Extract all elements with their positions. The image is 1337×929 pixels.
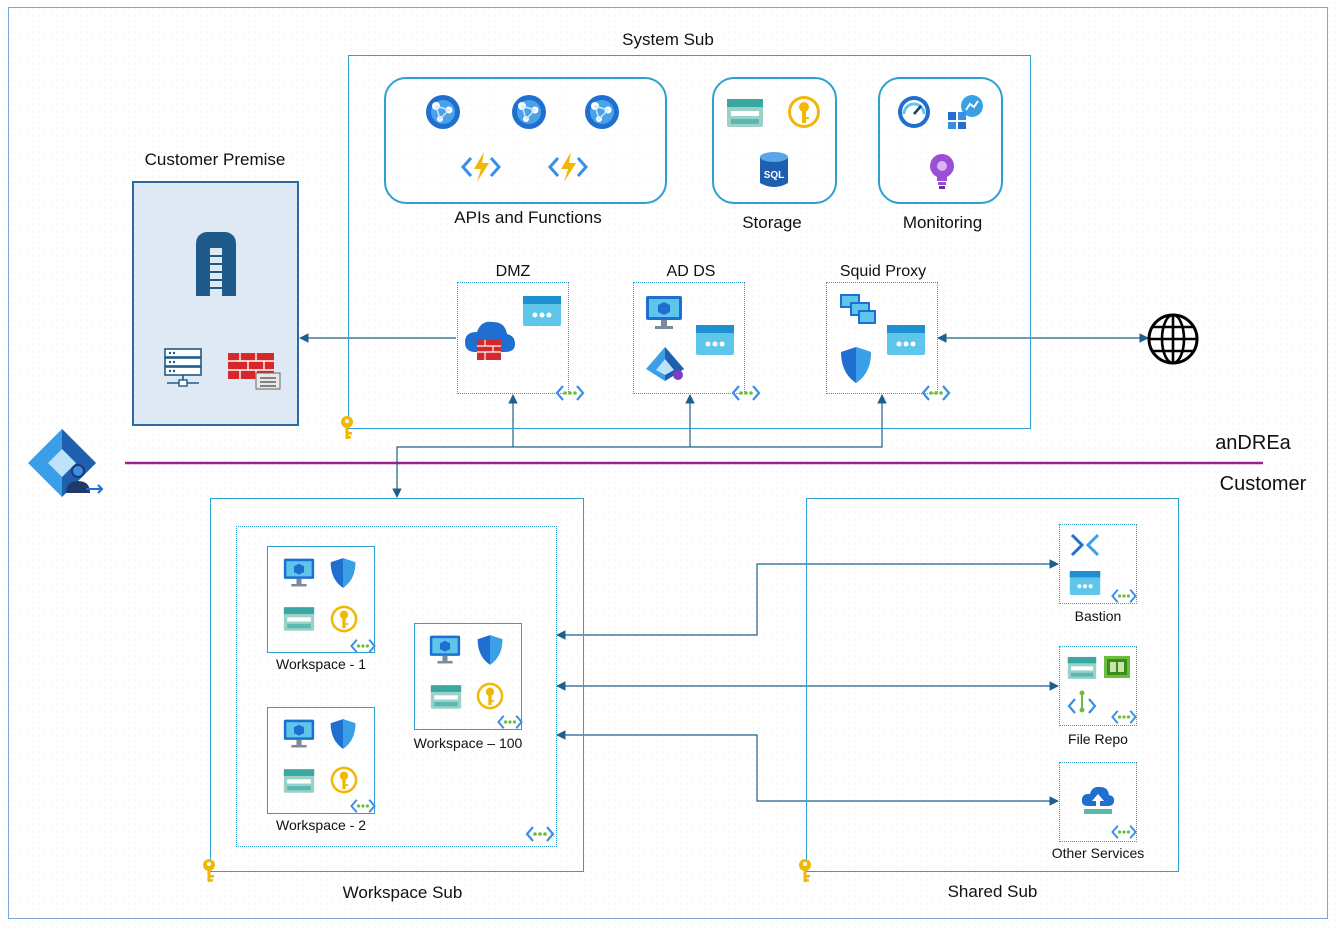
workspace-2-label: Workspace - 2 — [276, 817, 366, 833]
workspace-sub-label: Workspace Sub — [342, 883, 463, 902]
cloud-firewall-icon — [465, 321, 515, 360]
shared-sub-label: Shared Sub — [947, 882, 1038, 901]
vnet-icon — [731, 385, 761, 401]
virtual-machine-icon — [646, 296, 682, 329]
subscription-key-icon — [341, 416, 353, 439]
subscription-key-icon — [203, 859, 215, 882]
network-card-icon — [1104, 656, 1130, 678]
adds-label: AD DS — [666, 263, 716, 280]
bastion-link — [556, 559, 1059, 640]
cloud-upload-icon — [1081, 786, 1115, 814]
diagram-frame — [8, 7, 1328, 919]
vm-scale-set-icon — [1069, 571, 1101, 595]
bastion-icon — [1070, 533, 1100, 557]
other-services-link — [556, 730, 1059, 806]
andrea-label: anDREa — [1215, 432, 1291, 454]
virtual-machine-icon — [429, 635, 461, 664]
security-shield-icon — [477, 635, 503, 665]
function-app-icon — [461, 152, 501, 182]
dashboard-gauge-icon — [898, 96, 930, 128]
bastion-label: Bastion — [1074, 608, 1122, 624]
virtual-machine-icon — [283, 558, 315, 587]
vm-scale-set-icon — [887, 325, 925, 355]
virtual-machine-icon — [283, 719, 315, 748]
key-vault-icon — [330, 605, 358, 633]
workspace-to-system-path — [392, 394, 887, 498]
storage-account-icon — [283, 769, 315, 793]
storage-label: Storage — [742, 213, 802, 232]
entra-ds-icon — [646, 347, 684, 381]
server-rack-icon — [164, 348, 202, 387]
customer-label: Customer — [1219, 473, 1307, 495]
vnet-icon — [525, 826, 555, 842]
vnet-icon — [1111, 710, 1137, 724]
entra-identity-icon — [28, 429, 104, 497]
vnet-icon — [1111, 589, 1137, 603]
app-service-icon — [426, 95, 460, 129]
storage-account-icon — [727, 99, 763, 127]
dmz-label: DMZ — [495, 263, 531, 280]
key-vault-icon — [788, 96, 820, 128]
firewall-icon — [228, 353, 281, 390]
sql-database-icon: SQL — [760, 152, 788, 187]
app-service-icon — [585, 95, 619, 129]
git-repo-icon — [1067, 690, 1097, 714]
workspace-vnet — [236, 526, 557, 847]
app-insights-icon — [930, 154, 954, 189]
storage-account-icon — [1067, 656, 1097, 680]
svg-text:SQL: SQL — [764, 170, 785, 181]
vm-group-icon — [840, 294, 876, 324]
security-shield-icon — [330, 558, 356, 588]
customer-premise-label: Customer Premise — [144, 150, 286, 169]
log-analytics-icon — [948, 95, 983, 129]
workspace-100-label: Workspace – 100 — [413, 735, 523, 751]
squid-proxy-label: Squid Proxy — [839, 263, 927, 280]
vnet-icon — [921, 385, 951, 401]
storage-account-icon — [430, 685, 462, 709]
security-shield-icon — [841, 347, 871, 383]
vnet-icon — [350, 639, 376, 653]
datacenter-icon — [196, 232, 236, 296]
vm-scale-set-icon — [523, 296, 561, 326]
workspace-1-label: Workspace - 1 — [276, 656, 366, 672]
system-sub-label: System Sub — [622, 30, 714, 49]
globe-icon — [1147, 313, 1199, 365]
key-vault-icon — [330, 766, 358, 794]
adds-subnet — [633, 282, 745, 394]
file-repo-label: File Repo — [1068, 731, 1128, 747]
squid-proxy-subnet — [826, 282, 938, 394]
vnet-icon — [555, 385, 585, 401]
dmz-subnet — [457, 282, 569, 394]
app-service-icon — [512, 95, 546, 129]
storage-account-icon — [283, 607, 315, 631]
file-repo-subnet — [1059, 646, 1137, 726]
apis-functions-label: APIs and Functions — [454, 208, 602, 227]
vnet-icon — [1111, 825, 1137, 839]
shared-sub-container — [806, 498, 1179, 872]
other-services-label: Other Services — [1051, 845, 1145, 861]
vnet-icon — [350, 799, 376, 813]
other-services-subnet — [1059, 762, 1137, 842]
key-vault-icon — [476, 682, 504, 710]
vm-scale-set-icon — [696, 325, 734, 355]
workspace-sub-container — [210, 498, 584, 872]
security-shield-icon — [330, 719, 356, 749]
system-sub-container — [348, 55, 1031, 429]
function-app-icon — [548, 152, 588, 182]
monitoring-label: Monitoring — [902, 213, 983, 232]
bastion-subnet — [1059, 524, 1137, 604]
vnet-icon — [497, 715, 523, 729]
subscription-key-icon — [799, 859, 811, 882]
